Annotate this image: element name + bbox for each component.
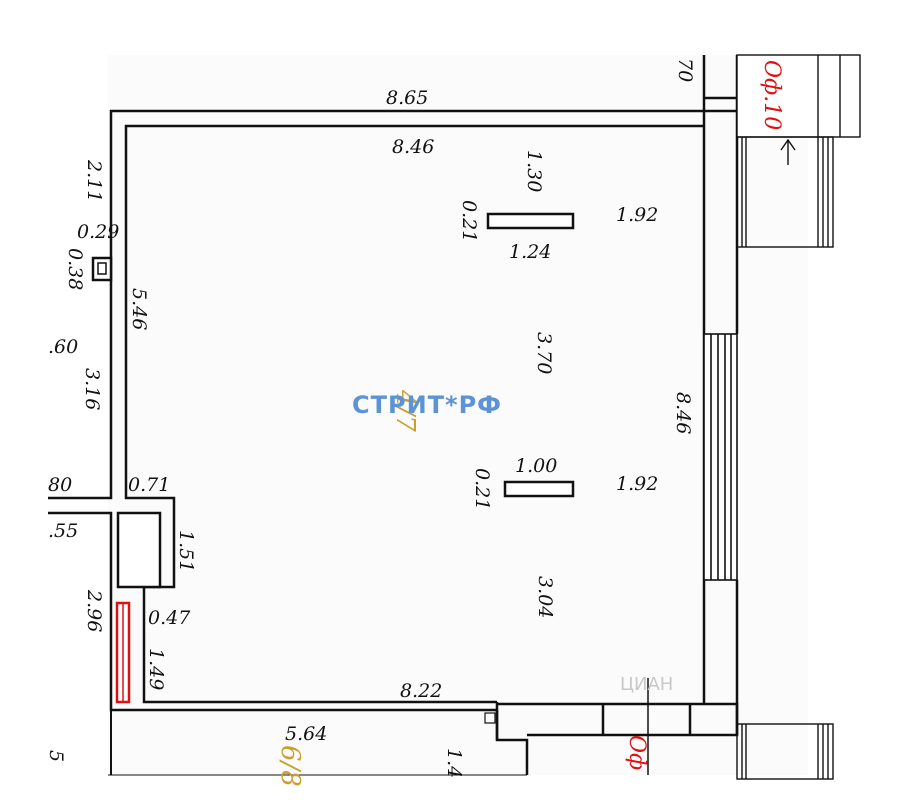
lower-room-walls bbox=[108, 710, 527, 776]
column-1 bbox=[486, 212, 575, 230]
watermark-logo: СТРИТ*РФ bbox=[352, 391, 502, 419]
dim-left-edge-80: 80 bbox=[48, 474, 72, 496]
room-label-main: 4/7 bbox=[390, 389, 420, 432]
axis-label-top-right: Оф.10 bbox=[759, 60, 784, 130]
dim-left-outer-partial: .60 bbox=[48, 336, 78, 358]
dim-partial-left-bottom: 5 bbox=[45, 750, 67, 762]
stair-treads-top bbox=[736, 136, 834, 248]
dim-col1-width: 1.24 bbox=[509, 241, 551, 263]
dim-left-lower: 3.16 bbox=[81, 368, 103, 410]
column-2 bbox=[503, 480, 575, 498]
dim-below-room: 5.64 bbox=[285, 723, 327, 745]
axis-cross bbox=[603, 678, 690, 775]
dim-notch-depth: 0.38 bbox=[64, 248, 86, 290]
dim-alcove-depth: 1.51 bbox=[175, 530, 197, 572]
dim-red-segment: 2.96 bbox=[83, 589, 105, 632]
dim-left-inner: 5.46 bbox=[128, 288, 150, 330]
dim-lower-left: 1.49 bbox=[145, 648, 167, 690]
dim-col1-gap-top: 1.30 bbox=[523, 150, 545, 192]
left-wall-notch bbox=[91, 256, 113, 282]
dim-left-edge-55: .55 bbox=[48, 520, 78, 542]
notch-inner bbox=[97, 262, 107, 275]
dim-partial-right-top: 70 bbox=[674, 58, 696, 82]
dim-col2-width: 1.00 bbox=[515, 455, 557, 477]
room-label-lower: 6/8 bbox=[275, 745, 305, 787]
dim-notch-width: 0.29 bbox=[77, 221, 119, 243]
plan-background bbox=[108, 55, 808, 775]
dim-col2-right-gap: 1.92 bbox=[616, 473, 658, 495]
dim-left-upper: 2.11 bbox=[83, 159, 105, 202]
dim-col1-depth: 0.21 bbox=[458, 200, 480, 242]
dim-alcove-width: 0.71 bbox=[128, 474, 170, 496]
faint-watermark: ЦИАН bbox=[620, 674, 673, 695]
stair-treads-bottom bbox=[736, 723, 834, 780]
dim-top-inner: 8.46 bbox=[392, 136, 434, 158]
dim-col2-depth: 0.21 bbox=[471, 468, 493, 510]
dim-mid-gap: 3.70 bbox=[533, 332, 555, 374]
dim-col2-gap-bottom: 3.04 bbox=[534, 576, 556, 618]
dim-col1-right-gap: 1.92 bbox=[616, 204, 658, 226]
dim-right-inner: 8.46 bbox=[672, 392, 694, 434]
red-wall-segment bbox=[115, 601, 131, 704]
alcove-shaft bbox=[116, 511, 162, 589]
dim-partial-bottom-right: 1.4 bbox=[443, 748, 465, 778]
dim-lower-step: 0.47 bbox=[148, 607, 191, 629]
dim-bottom-inner: 8.22 bbox=[400, 680, 442, 702]
axis-label-bottom-right: Оф bbox=[624, 735, 649, 770]
stair-block-top bbox=[736, 54, 861, 138]
dim-top-outer: 8.65 bbox=[386, 87, 428, 109]
right-window bbox=[703, 333, 738, 581]
